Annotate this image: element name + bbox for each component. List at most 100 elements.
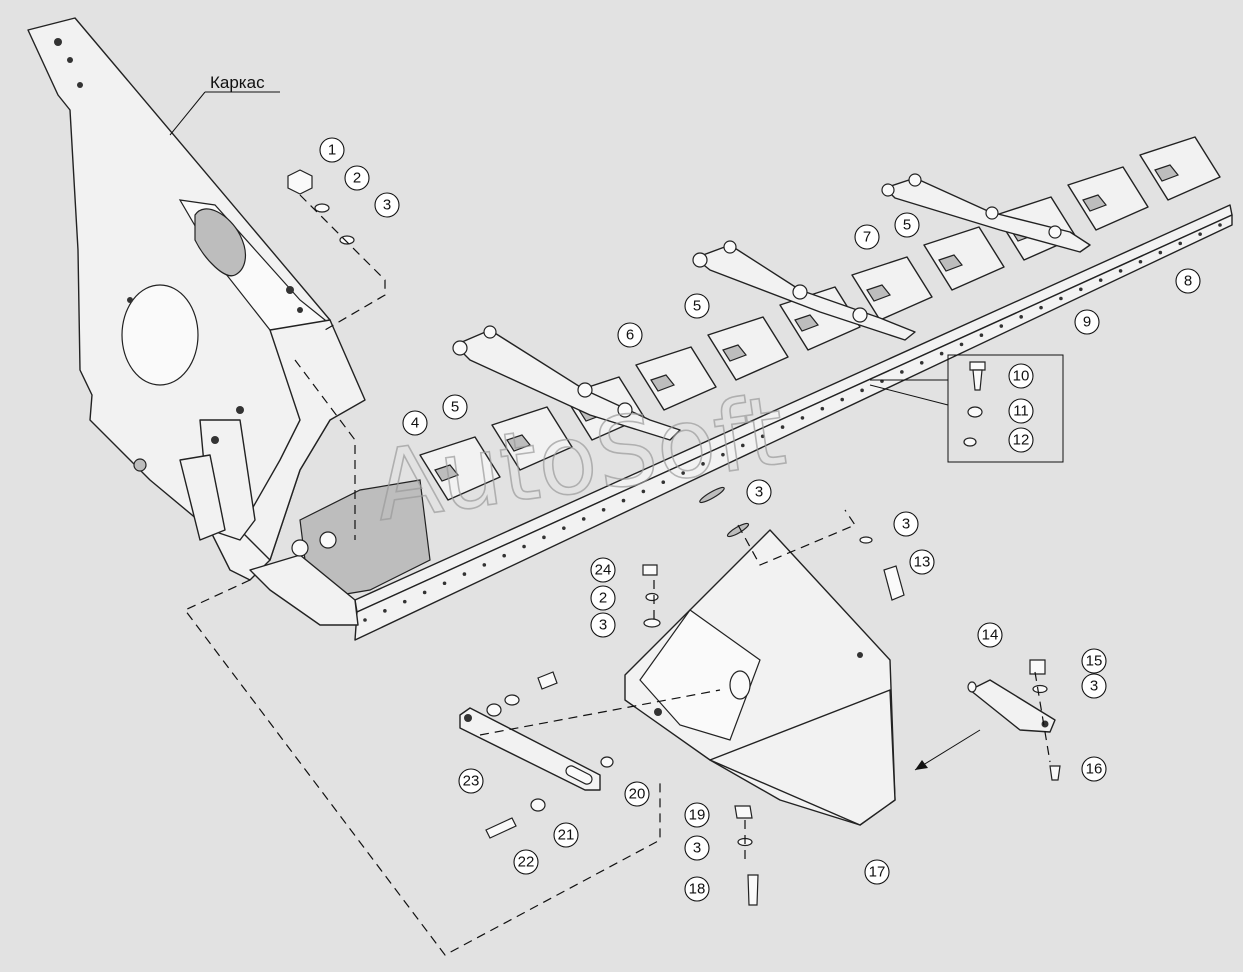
guard-plate — [491, 406, 573, 471]
callout-17: 17 — [864, 859, 890, 885]
callout-number: 2 — [353, 170, 361, 187]
callout-circle — [513, 849, 539, 875]
beam-hole — [999, 324, 1004, 328]
beam-hole — [1198, 232, 1202, 236]
callout-circle — [624, 781, 650, 807]
callout-16: 16 — [1081, 756, 1107, 782]
callout-circle — [1008, 427, 1034, 453]
callout-circle — [854, 224, 880, 250]
beam-hole — [1178, 241, 1183, 246]
callout-circle — [617, 322, 643, 348]
frame-part: Каркас — [27, 17, 366, 581]
beam-hole — [482, 563, 487, 567]
beam-hole — [740, 443, 745, 448]
callout-13: 13 — [909, 549, 935, 575]
side-cover-part — [624, 529, 896, 826]
guard-plate — [1139, 136, 1221, 201]
beam-hole — [601, 507, 606, 512]
callout-10: 10 — [1008, 363, 1034, 389]
callout-number: 4 — [411, 415, 419, 432]
callouts: 1234555678910111233132423141531617183192… — [319, 137, 1201, 902]
callout-3e: 3 — [1081, 673, 1107, 699]
callout-number: 17 — [869, 864, 886, 881]
beam-hole — [422, 590, 427, 595]
beam-hole — [621, 498, 626, 503]
beam-hole — [562, 526, 566, 530]
callout-number: 7 — [863, 229, 871, 246]
beam-hole — [701, 462, 705, 466]
beam-hole — [939, 351, 944, 356]
callout-11: 11 — [1008, 398, 1034, 424]
callout-number: 21 — [558, 827, 575, 844]
callout-5b: 5 — [684, 293, 710, 319]
guard-plate-tab — [938, 254, 963, 272]
beam-hole — [800, 416, 805, 420]
beam-hole — [780, 425, 785, 429]
callout-number: 10 — [1013, 368, 1030, 385]
beam-hole — [721, 452, 725, 457]
hardware-small — [485, 486, 1061, 906]
guard-plate-tab — [650, 374, 675, 392]
callout-4: 4 — [402, 410, 428, 436]
callout-number: 3 — [755, 484, 763, 501]
guard-plate-tab — [866, 284, 891, 302]
guard-plate — [419, 436, 501, 501]
link-arm-middle — [692, 240, 916, 341]
callout-number: 15 — [1086, 653, 1103, 670]
callout-circle — [977, 622, 1003, 648]
callout-5a: 5 — [442, 394, 468, 420]
beam-hole — [1079, 287, 1083, 292]
beam-hole — [383, 609, 387, 613]
hinge-bracket — [249, 479, 431, 626]
callout-circle — [344, 165, 370, 191]
callout-circle — [458, 768, 484, 794]
callout-12: 12 — [1008, 427, 1034, 453]
guard-plate — [851, 256, 933, 321]
callout-number: 3 — [1090, 678, 1098, 695]
callout-number: 5 — [903, 217, 911, 234]
beam-hole — [860, 388, 864, 393]
callout-number: 13 — [914, 554, 931, 571]
callout-circle — [1081, 673, 1107, 699]
beam-hole — [760, 434, 765, 439]
callout-number: 1 — [328, 142, 336, 159]
callout-circle — [402, 410, 428, 436]
callout-9: 9 — [1074, 309, 1100, 335]
guard-plate-tab — [722, 344, 747, 362]
callout-circle — [746, 479, 772, 505]
beam-hole — [1138, 259, 1143, 264]
beam-hole — [522, 544, 526, 549]
callout-circle — [590, 612, 616, 638]
beam-hole — [1039, 305, 1043, 310]
callout-number: 23 — [463, 773, 480, 790]
guard-plate-tab — [794, 314, 819, 332]
guard-plate-tab — [506, 434, 531, 452]
strap-23-part — [459, 707, 601, 791]
callout-circle — [553, 822, 579, 848]
beam-hole — [1158, 250, 1163, 255]
guard-plate — [707, 316, 789, 381]
callout-3c: 3 — [893, 511, 919, 537]
callout-15: 15 — [1081, 648, 1107, 674]
beam-hole — [442, 581, 447, 586]
callout-23: 23 — [458, 768, 484, 794]
callout-number: 18 — [689, 881, 706, 898]
callout-number: 20 — [629, 786, 646, 803]
assembly-dashed-lines — [184, 194, 1051, 956]
callout-5c: 5 — [894, 212, 920, 238]
callout-circle — [864, 859, 890, 885]
callout-22: 22 — [513, 849, 539, 875]
beam-hole — [1118, 269, 1123, 273]
beam-hole — [1059, 296, 1063, 301]
beam-hole — [979, 333, 984, 338]
callout-24: 24 — [590, 557, 616, 583]
callout-circle — [1081, 756, 1107, 782]
guard-plate — [635, 346, 717, 411]
callout-number: 19 — [689, 807, 706, 824]
fastener-set-top — [287, 169, 355, 245]
beam-hole — [959, 342, 964, 347]
beam-hole — [363, 618, 367, 622]
callout-20: 20 — [624, 781, 650, 807]
callout-3a: 3 — [374, 192, 400, 218]
